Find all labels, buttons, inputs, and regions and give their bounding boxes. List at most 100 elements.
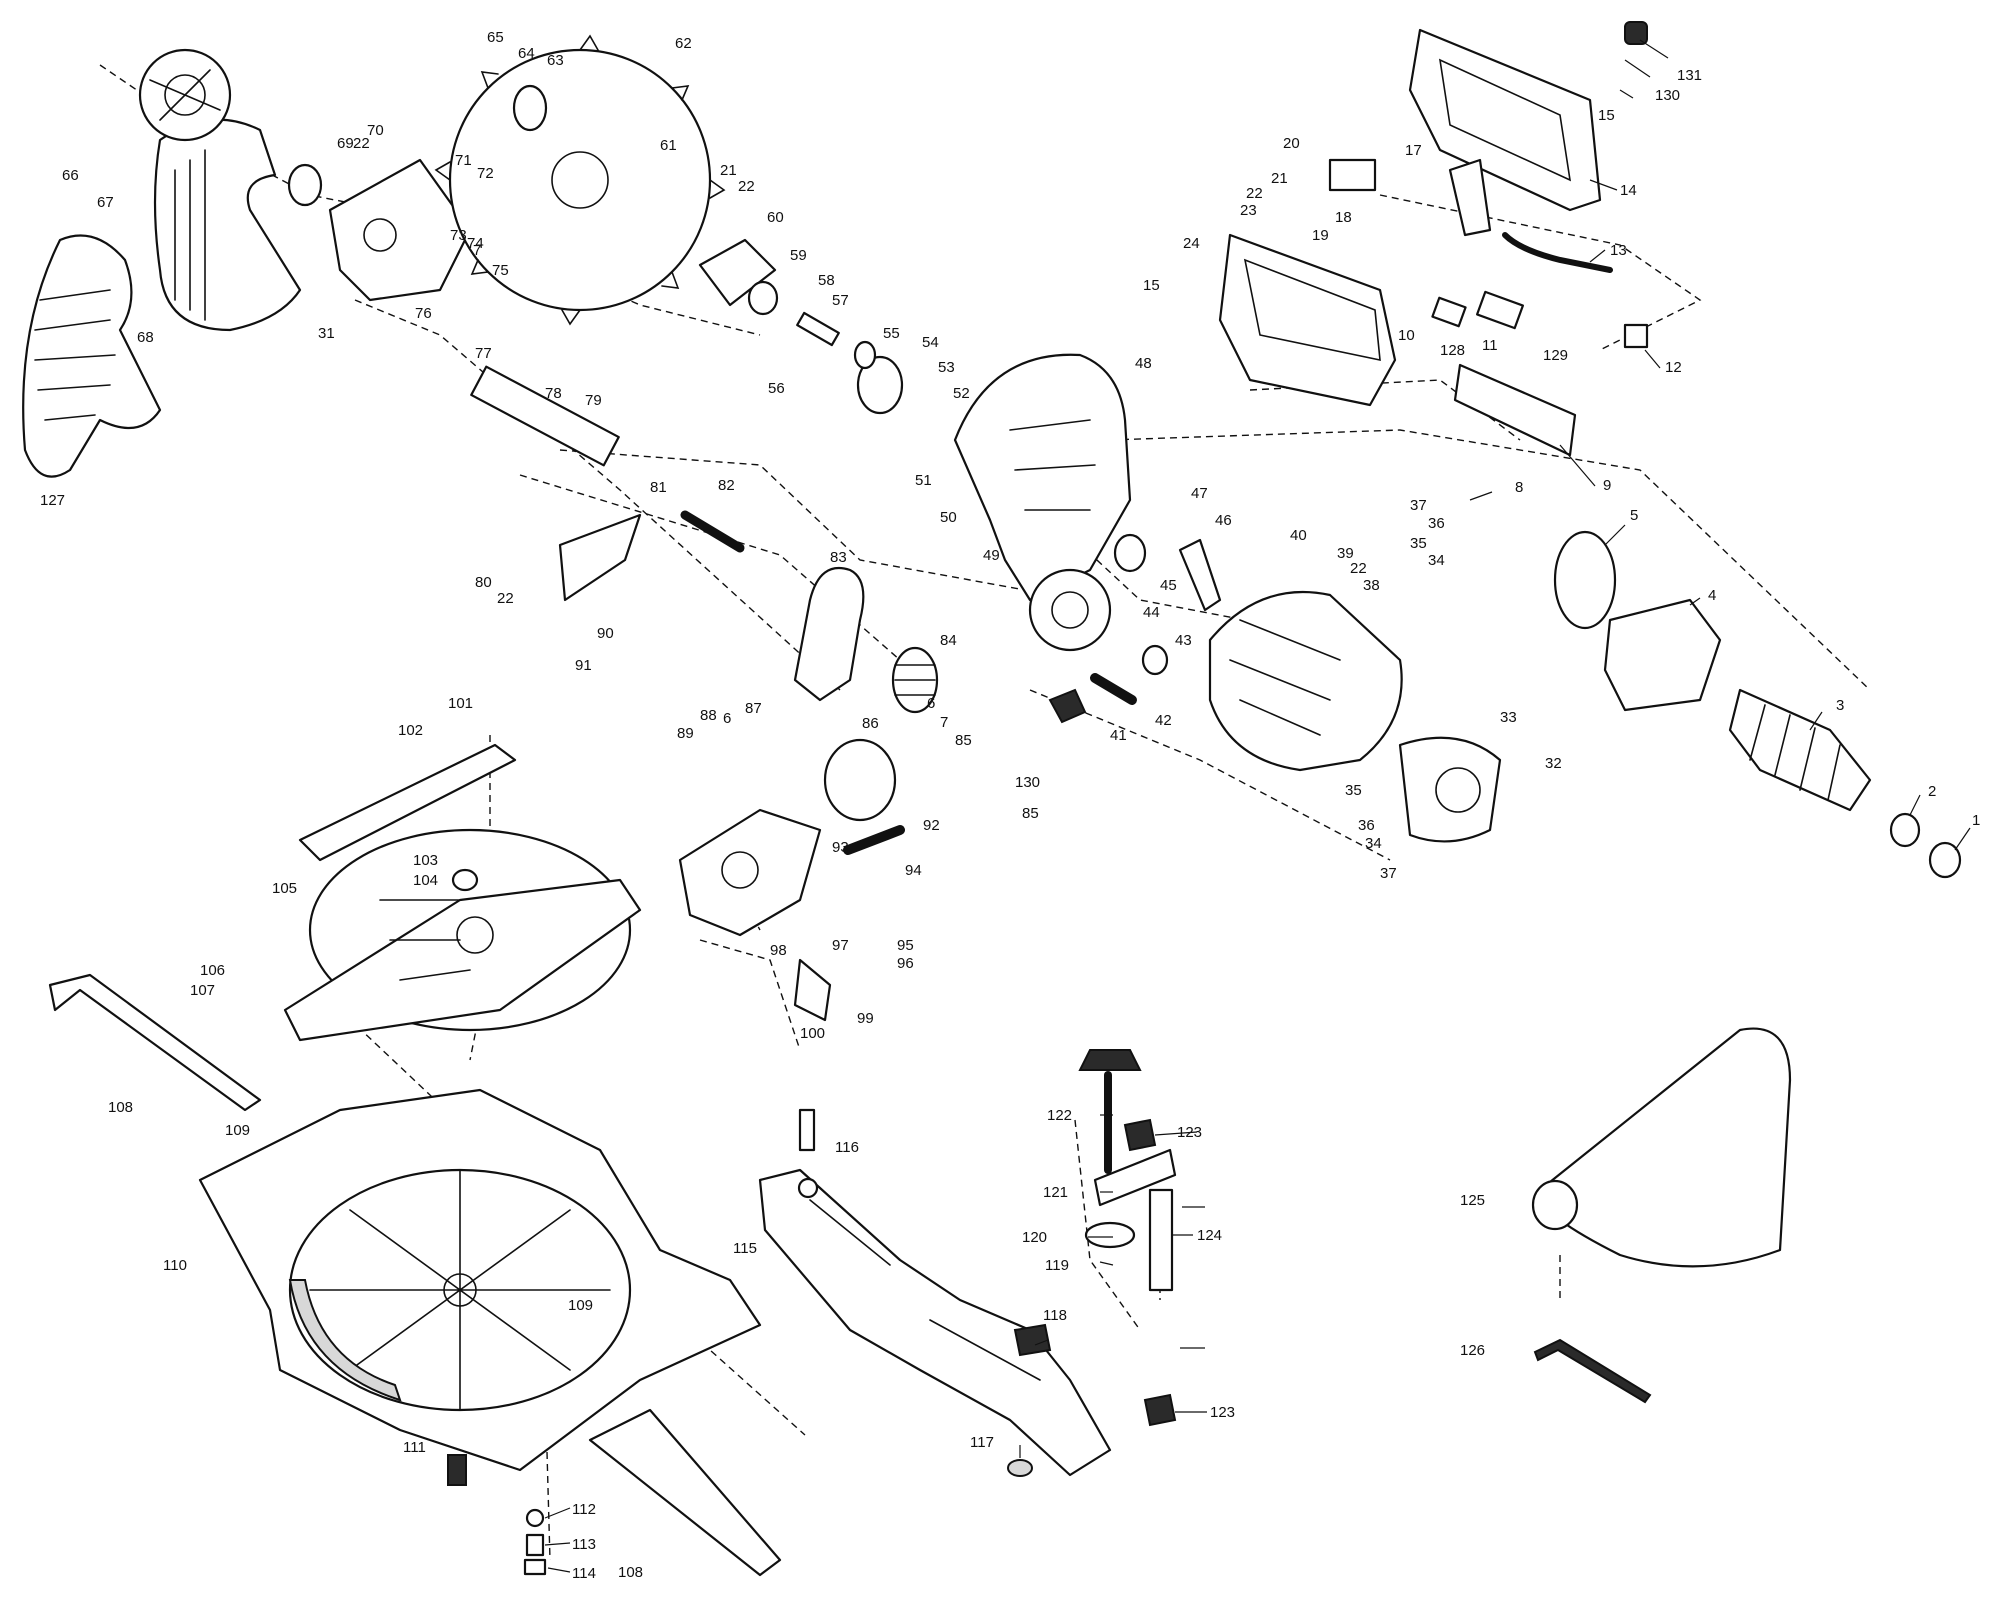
- callout-40: 40: [1290, 527, 1307, 544]
- plate-81: [558, 513, 642, 602]
- leader-lines: [544, 39, 1971, 1573]
- callout-93: 93: [832, 839, 849, 856]
- callout-44: 44: [1143, 604, 1160, 621]
- callout-72: 72: [477, 165, 494, 182]
- callout-129: 129: [1543, 347, 1568, 364]
- callout-23: 23: [1240, 202, 1257, 219]
- knob-118: [1013, 1323, 1052, 1357]
- handle-rod-108: [48, 973, 262, 1112]
- callout-78: 78: [545, 385, 562, 402]
- fence-clamp-group: [758, 1049, 1177, 1477]
- callout-4: 4: [1708, 587, 1716, 604]
- miter-scale: [288, 1279, 402, 1402]
- callout-101: 101: [448, 695, 473, 712]
- callout-98: 98: [770, 942, 787, 959]
- callout-32: 32: [1545, 755, 1562, 772]
- callout-2: 2: [1928, 783, 1936, 800]
- callout-99: 99: [857, 1010, 874, 1027]
- pin-82: [680, 510, 745, 553]
- callout-18: 18: [1335, 209, 1352, 226]
- disc-120: [1084, 1221, 1136, 1249]
- handle-motor-group: [1048, 21, 1962, 879]
- callout-89: 89: [677, 725, 694, 742]
- callout-119: 119: [1045, 1257, 1069, 1274]
- callout-33: 33: [1500, 709, 1517, 726]
- callout-76: 76: [415, 305, 432, 322]
- callout-87: 87: [745, 700, 762, 717]
- callout-116: 116: [835, 1139, 859, 1156]
- callout-77: 77: [475, 345, 492, 362]
- callout-54: 54: [922, 334, 939, 351]
- callout-68: 68: [137, 329, 154, 346]
- callout-17: 17: [1405, 142, 1422, 159]
- terminal-129: [1476, 290, 1524, 330]
- switch-boot-17: [1448, 158, 1492, 237]
- callout-125: 125: [1460, 1192, 1485, 1209]
- knob-131: [1624, 21, 1648, 45]
- fence-102: [298, 743, 517, 862]
- turntable-arm: [283, 878, 642, 1042]
- callout-6b: 6: [927, 695, 935, 712]
- callout-96: 96: [897, 955, 914, 972]
- knob-41: [1048, 688, 1087, 724]
- spring-69: [287, 163, 323, 207]
- pin-111: [447, 1454, 467, 1486]
- callout-15b: 15: [1143, 277, 1160, 294]
- callout-21a: 21: [1271, 170, 1288, 187]
- callout-120: 120: [1022, 1229, 1047, 1246]
- flange-60: [698, 238, 777, 307]
- callout-80: 80: [475, 574, 492, 591]
- callout-37b: 37: [1380, 865, 1397, 882]
- callout-79: 79: [585, 392, 602, 409]
- callout-74: 74: [467, 235, 484, 252]
- callout-46: 46: [1215, 512, 1232, 529]
- callout-13: 13: [1610, 242, 1627, 259]
- callout-7b: 7: [473, 242, 481, 259]
- callout-95: 95: [897, 937, 914, 954]
- callout-107: 107: [190, 982, 215, 999]
- callout-105: 105: [272, 880, 297, 897]
- callout-90: 90: [597, 625, 614, 642]
- strip-9: [1453, 363, 1577, 457]
- callout-65: 65: [487, 29, 504, 46]
- callout-5: 5: [1630, 507, 1638, 524]
- callout-10: 10: [1398, 327, 1415, 344]
- callout-35b: 35: [1345, 782, 1362, 799]
- callout-31: 31: [318, 325, 335, 342]
- bearing-1: [1928, 841, 1962, 879]
- washer-133: [797, 1177, 819, 1199]
- callout-48: 48: [1135, 355, 1152, 372]
- callout-114: 114: [572, 1565, 596, 1582]
- nut-43: [1141, 644, 1169, 676]
- callout-11: 11: [1482, 337, 1498, 354]
- callout-67: 67: [97, 194, 114, 211]
- housing-48: [953, 353, 1132, 602]
- callout-100: 100: [800, 1025, 825, 1042]
- callout-24: 24: [1183, 235, 1200, 252]
- clamp-arm-121: [1093, 1148, 1177, 1207]
- callout-103: 103: [413, 852, 438, 869]
- callout-22a: 22: [1246, 185, 1263, 202]
- callout-3: 3: [1836, 697, 1844, 714]
- callout-7a: 7: [940, 714, 948, 731]
- baffle-5: [1553, 530, 1617, 630]
- callout-117: 117: [970, 1434, 994, 1451]
- callout-51: 51: [915, 472, 932, 489]
- callout-94: 94: [905, 862, 922, 879]
- callout-20: 20: [1283, 135, 1300, 152]
- arm-78: [470, 365, 620, 467]
- callout-22c: 22: [353, 135, 370, 152]
- callout-labels: 1 2 3 4 5 6 6 7 7 8 9 10 11 12 13 14 15 …: [40, 29, 1980, 1582]
- ball-112: [525, 1508, 545, 1528]
- callout-131: 131: [1677, 67, 1702, 84]
- clamp-knob: [1078, 1049, 1142, 1071]
- callout-112: 112: [572, 1501, 596, 1518]
- handle-body-24: [1218, 233, 1397, 407]
- callout-70: 70: [367, 122, 384, 139]
- callout-50: 50: [940, 509, 957, 526]
- callout-45: 45: [1160, 577, 1177, 594]
- spring-113: [525, 1533, 545, 1557]
- knob-123b: [1143, 1393, 1177, 1427]
- callout-22d: 22: [497, 590, 514, 607]
